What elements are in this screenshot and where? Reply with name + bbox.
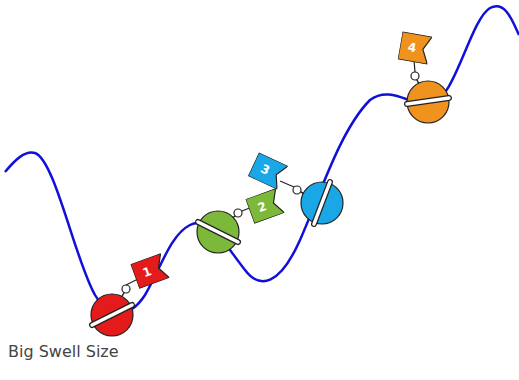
buoy-blue	[293, 182, 343, 224]
flag-outline	[246, 188, 285, 223]
swell-wave	[5, 6, 519, 313]
flag-pole	[280, 181, 294, 187]
buoy-flag: 3	[248, 152, 288, 189]
buoy-orange	[407, 72, 449, 123]
buoy-green	[197, 209, 242, 253]
buoy-flag: 2	[246, 188, 285, 223]
flag-outline	[248, 152, 288, 189]
buoy-flag: 4	[398, 32, 432, 65]
callout-number: 4	[399, 32, 426, 56]
flag-outline	[398, 32, 432, 65]
caption: Big Swell Size	[8, 342, 119, 361]
buoy-red	[91, 285, 133, 336]
flag-outline	[131, 253, 170, 288]
